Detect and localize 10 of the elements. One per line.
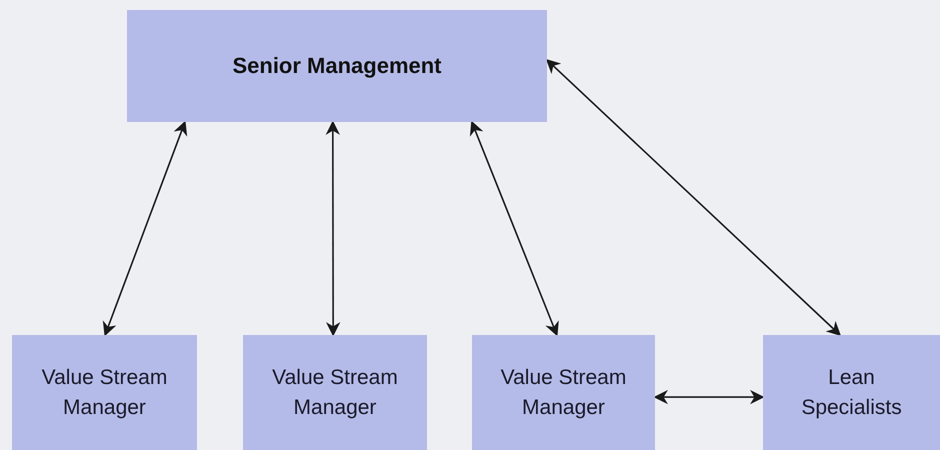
double-arrow <box>654 390 764 404</box>
heading-box: Senior Management <box>127 10 547 122</box>
double-arrow <box>326 120 340 336</box>
double-arrow <box>546 58 842 336</box>
role-box: Lean Specialists <box>763 335 940 450</box>
role-box: Value Stream Manager <box>243 335 427 450</box>
double-arrow <box>102 120 188 336</box>
role-box: Value Stream Manager <box>472 335 655 450</box>
role-box: Value Stream Manager <box>12 335 197 450</box>
double-arrow <box>470 120 559 336</box>
